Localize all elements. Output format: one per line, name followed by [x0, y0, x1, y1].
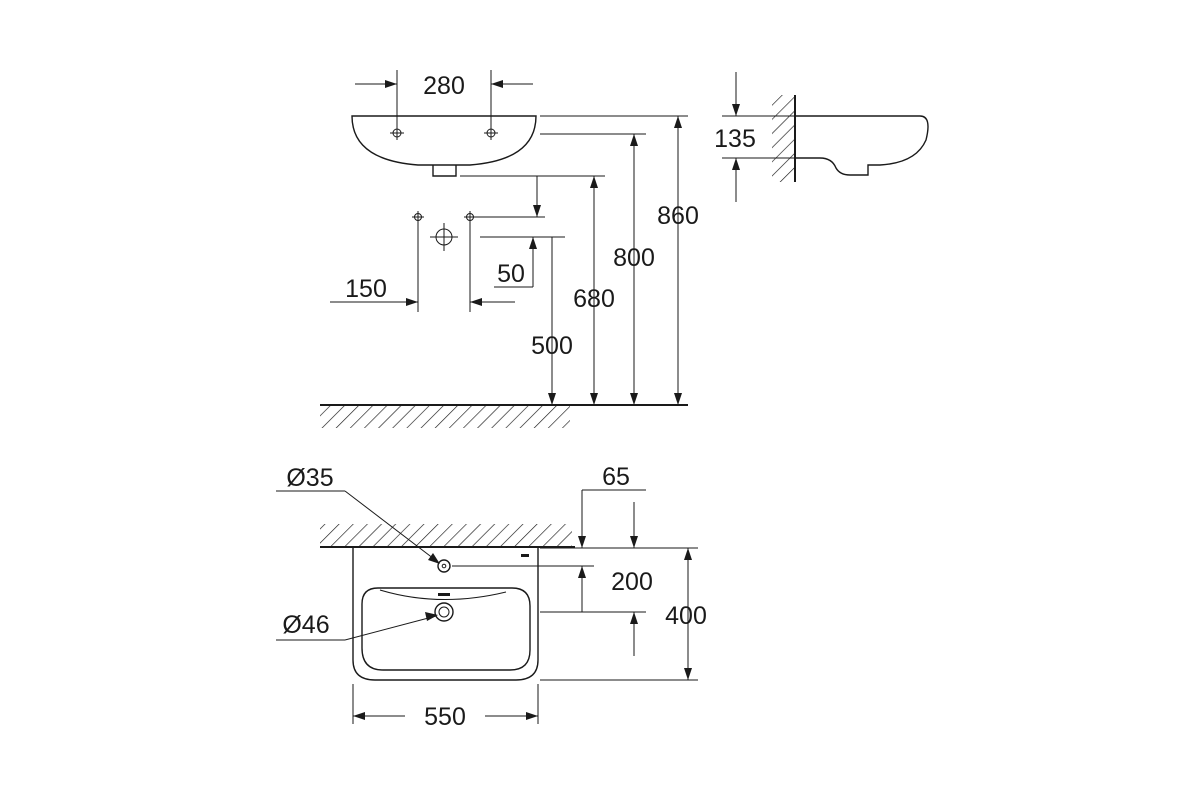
dim-dia-35-label: Ø35	[286, 464, 333, 492]
dimension-680: 680	[573, 176, 615, 405]
dim-800-label: 800	[613, 244, 655, 272]
drain-top	[434, 602, 454, 622]
dim-400-label: 400	[665, 602, 707, 630]
dimension-200: 200	[578, 566, 653, 656]
dim-dia-46-label: Ø46	[282, 611, 329, 639]
floor-hatch	[320, 404, 688, 428]
dim-135-label: 135	[714, 125, 756, 153]
dimension-800: 800	[613, 134, 655, 405]
drain-fitting	[430, 223, 458, 251]
dim-550-label: 550	[424, 703, 466, 731]
dim-65-label: 65	[602, 463, 630, 491]
dimension-150: 150	[330, 275, 515, 306]
top-view: Ø35 Ø46 65 200	[276, 463, 707, 731]
dimension-860: 860	[657, 116, 699, 405]
dimension-dia-35: Ø35	[276, 464, 440, 564]
tap-hole-right	[484, 126, 498, 140]
side-view: 135	[714, 72, 929, 202]
tap-hole-top	[437, 559, 451, 573]
dim-200-label: 200	[611, 568, 653, 596]
dim-150-label: 150	[345, 275, 387, 303]
dimension-400: 400	[665, 548, 707, 680]
basin-bowl-outline	[361, 587, 531, 671]
wall-hatch-side	[772, 95, 796, 182]
front-view: 280 150	[320, 70, 699, 428]
dim-50-label: 50	[497, 260, 525, 288]
tap-hole-left	[390, 126, 404, 140]
wall-hatch-top	[320, 524, 575, 548]
supply-fitting-right	[464, 211, 545, 312]
supply-fitting-left	[412, 211, 424, 312]
basin-front-outline	[351, 115, 537, 166]
dimension-65: 65	[578, 463, 646, 548]
dimension-550: 550	[352, 684, 539, 731]
dim-860-label: 860	[657, 202, 699, 230]
dimension-280: 280	[355, 70, 533, 126]
basin-top-outline	[352, 548, 539, 681]
dimension-500: 500	[531, 237, 573, 405]
dimension-dia-46: Ø46	[276, 611, 438, 641]
dimension-135: 135	[714, 72, 795, 202]
dim-500-label: 500	[531, 332, 573, 360]
dim-280-label: 280	[423, 72, 465, 100]
drain-stub	[432, 165, 457, 177]
dimension-50: 50	[480, 176, 565, 288]
basin-side-outline	[795, 115, 929, 176]
overflow-slot	[438, 593, 450, 596]
dim-680-label: 680	[573, 285, 615, 313]
